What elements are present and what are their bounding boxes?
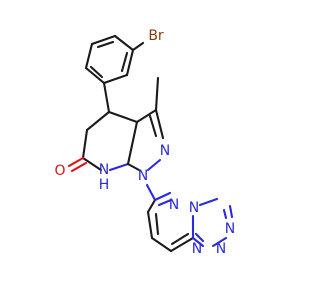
bond — [96, 40, 115, 49]
triazole-n3-label: N — [192, 241, 202, 257]
bond — [154, 212, 160, 236]
triazole-n2-label: N — [216, 241, 226, 257]
bond — [146, 210, 154, 240]
bond — [89, 65, 104, 79]
bond — [146, 158, 162, 172]
bond — [81, 128, 89, 160]
bond — [84, 66, 106, 85]
bond — [154, 108, 165, 140]
bond — [113, 34, 135, 52]
bond — [125, 48, 135, 77]
molecule-diagram: Br O N H N N N N N N N — [54, 28, 235, 257]
bromine-label: Br — [148, 28, 164, 44]
nh-nitrogen-label: N — [99, 162, 109, 178]
bond — [126, 162, 141, 172]
bond — [146, 198, 157, 214]
bond — [131, 41, 145, 52]
bond — [126, 120, 139, 166]
bond — [107, 110, 139, 124]
pyridazine-n2-label: N — [189, 200, 199, 216]
pyrazole-n2-label: N — [160, 143, 170, 159]
bond — [108, 162, 130, 172]
bond — [169, 236, 195, 253]
bond — [170, 232, 190, 246]
bond — [81, 156, 103, 172]
bond — [148, 114, 158, 138]
oxygen-label: O — [54, 163, 65, 179]
bond — [102, 73, 129, 85]
bond — [154, 76, 160, 112]
bond — [198, 197, 219, 207]
bond — [84, 42, 94, 70]
bond — [90, 34, 117, 46]
bond — [120, 51, 129, 73]
bromophenyl-ring — [84, 34, 145, 85]
bond — [102, 81, 111, 114]
bond — [67, 156, 85, 168]
bond — [157, 198, 173, 207]
bond — [194, 232, 205, 243]
pyridazine-ring — [146, 191, 195, 253]
bond — [191, 236, 205, 248]
structure-svg: Br O N H N N N N N N N — [54, 28, 235, 257]
triazole-n1-label: N — [225, 221, 235, 237]
bond — [150, 236, 173, 253]
bond — [145, 183, 157, 202]
pyridazine-n1-label: N — [169, 197, 179, 213]
bond — [85, 110, 111, 132]
bond — [153, 191, 172, 202]
bond — [222, 208, 228, 220]
bond — [228, 204, 234, 219]
nh-hydrogen-label: H — [99, 177, 110, 193]
pyrazole-n1-label: N — [138, 168, 148, 184]
triazole-ring — [191, 197, 234, 248]
bond — [211, 236, 228, 248]
pyridinone-ring — [67, 81, 139, 173]
pyrazole-ring — [126, 76, 165, 202]
bond — [70, 161, 88, 173]
bond — [135, 108, 158, 124]
